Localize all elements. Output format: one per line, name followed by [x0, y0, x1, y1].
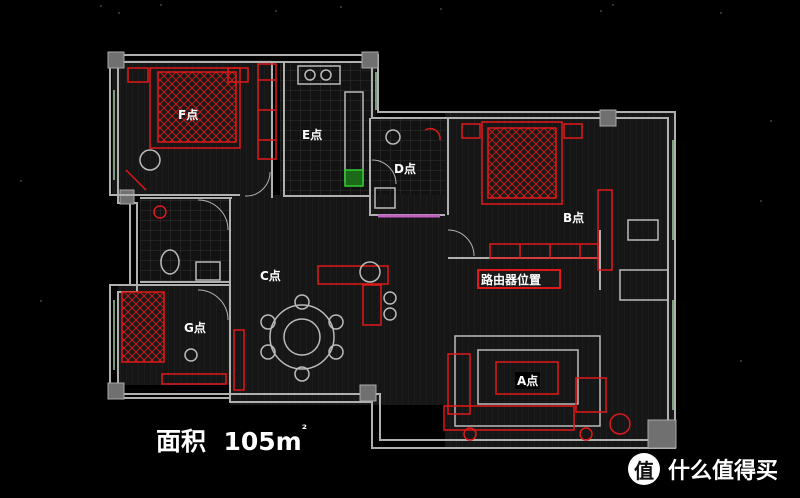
point-e-label: E点 [302, 128, 323, 142]
area-value: 105m [223, 427, 302, 456]
windows [113, 72, 674, 410]
router-location-label: 路由器位置 [481, 273, 542, 287]
outer-walls [109, 54, 676, 449]
point-b-label: B点 [563, 211, 585, 225]
furniture [121, 63, 669, 441]
point-g-label: G点 [184, 321, 206, 335]
router-marker [477, 269, 561, 289]
floor-areas [112, 60, 675, 448]
doors [197, 159, 475, 321]
pillars [107, 51, 677, 449]
point-f-label: F点 [178, 108, 199, 122]
area-label: 面积 [156, 427, 207, 456]
area-unit-superscript: ² [301, 422, 307, 436]
cad-background-dots [20, 4, 772, 362]
point-d-label: D点 [394, 162, 416, 176]
circle-zhi-logo-icon: 值 [628, 453, 660, 485]
interior-walls [112, 62, 601, 398]
watermark-text: 什么值得买 [668, 459, 779, 484]
point-c-label: C点 [260, 269, 281, 283]
area-caption: 面积 105m² [156, 422, 307, 458]
watermark: 值 什么值得买 [628, 451, 778, 487]
point-a-label: A点 [515, 372, 541, 389]
